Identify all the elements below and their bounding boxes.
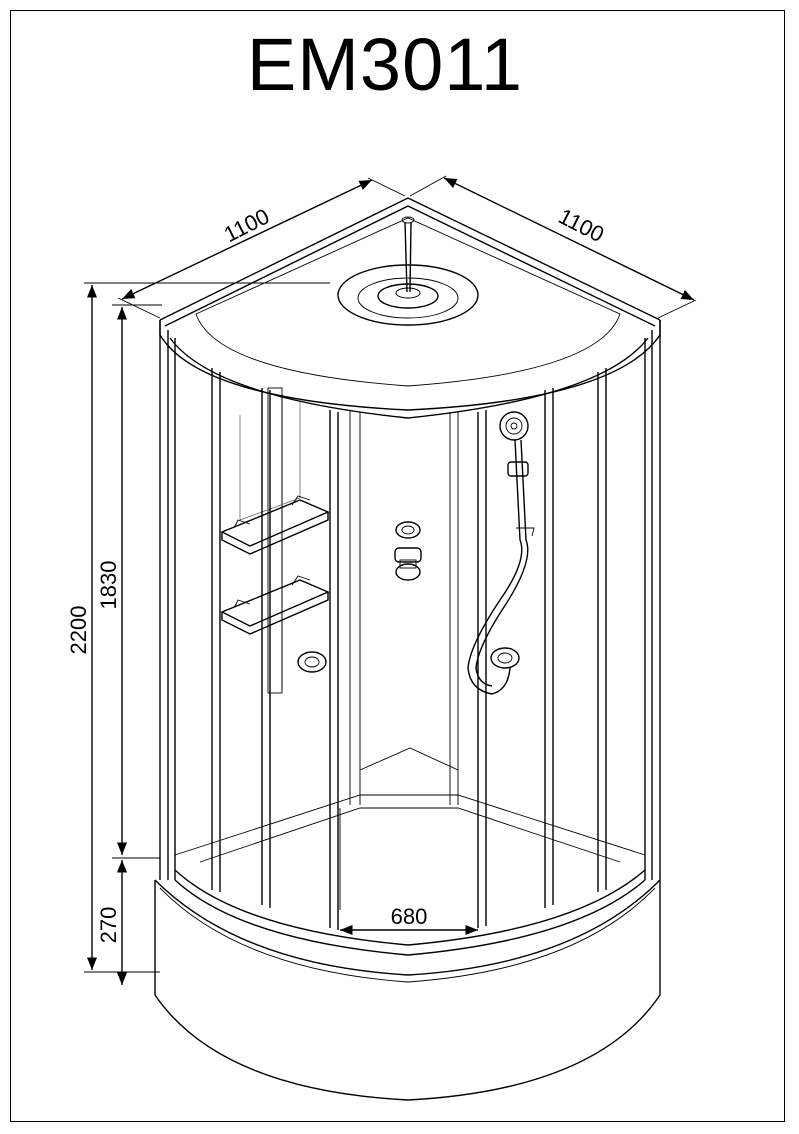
dimension-tray-height: 270 <box>96 857 160 985</box>
dimension-cabin-height: 1830 <box>96 304 162 855</box>
dimension-label-width-left: 1100 <box>220 203 274 247</box>
mixer-valve <box>394 547 422 581</box>
dimension-label-door-opening: 680 <box>391 904 428 929</box>
dimension-label-width-right: 1100 <box>555 203 609 247</box>
drawing-border <box>10 10 785 1122</box>
back-wall <box>239 387 459 805</box>
dimension-label-cabin-height: 1830 <box>96 561 121 610</box>
dimension-label-tray-height: 270 <box>96 907 121 944</box>
front-frame <box>159 320 661 956</box>
shower-tray <box>154 794 661 1101</box>
dimension-width-left: 1100 <box>117 177 406 319</box>
roof-panel <box>159 197 661 419</box>
dimension-total-height: 2200 <box>66 282 330 973</box>
control-knob-left <box>297 651 327 673</box>
massage-jet-upper <box>395 521 421 539</box>
control-knob-right <box>490 647 520 669</box>
dimension-width-right: 1100 <box>409 175 697 319</box>
model-title: EM3011 <box>246 23 524 106</box>
corner-shelf-lower <box>220 575 330 635</box>
dimension-label-total-height: 2200 <box>66 606 91 655</box>
hand-shower <box>467 411 535 695</box>
corner-shelf-upper <box>220 495 330 555</box>
dimension-door-opening: 680 <box>340 904 478 936</box>
